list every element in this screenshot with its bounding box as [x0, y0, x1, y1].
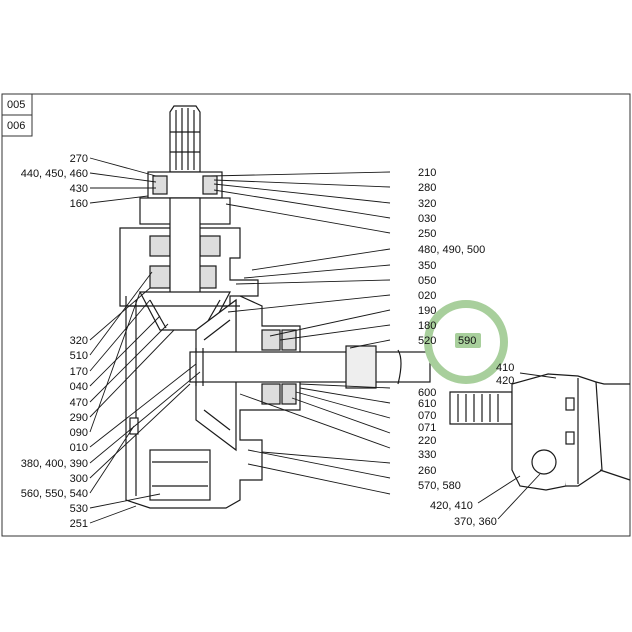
part-label[interactable]: 180: [418, 320, 436, 332]
right-labels: 210 280 320 030 250 480, 490, 500 350 05…: [418, 167, 485, 492]
tab-006-label: 006: [7, 120, 25, 132]
part-label[interactable]: 560, 550, 540: [21, 488, 88, 500]
part-label[interactable]: 250: [418, 228, 436, 240]
part-label[interactable]: 480, 490, 500: [418, 244, 485, 256]
diagram-frame: [1, 93, 631, 537]
part-label[interactable]: 010: [70, 442, 88, 454]
part-label[interactable]: 470: [70, 397, 88, 409]
part-label[interactable]: 520: [418, 335, 436, 347]
highlight-badge: [455, 333, 481, 348]
part-label[interactable]: 530: [70, 503, 88, 515]
part-label[interactable]: 290: [70, 412, 88, 424]
part-label[interactable]: 090: [70, 427, 88, 439]
part-label[interactable]: 050: [418, 275, 436, 287]
part-label[interactable]: 430: [70, 183, 88, 195]
part-label[interactable]: 320: [70, 335, 88, 347]
part-label[interactable]: 410: [496, 362, 514, 374]
part-label[interactable]: 020: [418, 290, 436, 302]
tab-005-label: 005: [7, 99, 25, 111]
leader-lines: [89, 157, 557, 524]
part-label[interactable]: 350: [418, 260, 436, 272]
part-label-highlighted[interactable]: 590: [458, 335, 476, 347]
part-label[interactable]: 600: [418, 387, 436, 399]
left-labels: 270 440, 450, 460 430 160 320 510 170 04…: [21, 153, 88, 530]
part-label[interactable]: 190: [418, 305, 436, 317]
inset-labels: 410 420 420, 410 370, 360: [430, 362, 514, 528]
part-label[interactable]: 570, 580: [418, 480, 461, 492]
part-label[interactable]: 220: [418, 435, 436, 447]
part-label[interactable]: 040: [70, 381, 88, 393]
part-label[interactable]: 030: [418, 213, 436, 225]
part-label[interactable]: 210: [418, 167, 436, 179]
part-label[interactable]: 420, 410: [430, 500, 473, 512]
part-label[interactable]: 280: [418, 182, 436, 194]
part-label[interactable]: 300: [70, 473, 88, 485]
part-label[interactable]: 071: [418, 422, 436, 434]
part-label[interactable]: 170: [70, 366, 88, 378]
highlight-ring: [424, 300, 508, 384]
part-label[interactable]: 420: [496, 375, 514, 387]
part-label[interactable]: 270: [70, 153, 88, 165]
part-label[interactable]: 610: [418, 398, 436, 410]
page-tabs: 005 006: [1, 93, 33, 137]
part-label[interactable]: 160: [70, 198, 88, 210]
part-label[interactable]: 070: [418, 410, 436, 422]
part-label[interactable]: 440, 450, 460: [21, 168, 88, 180]
part-label[interactable]: 510: [70, 350, 88, 362]
part-label[interactable]: 370, 360: [454, 516, 497, 528]
part-label[interactable]: 260: [418, 465, 436, 477]
part-label[interactable]: 330: [418, 449, 436, 461]
inset-gearbox-drawing: [449, 373, 631, 491]
part-label[interactable]: 380, 400, 390: [21, 458, 88, 470]
tab-006[interactable]: [1, 114, 33, 137]
part-label[interactable]: 251: [70, 518, 88, 530]
part-label[interactable]: 320: [418, 198, 436, 210]
